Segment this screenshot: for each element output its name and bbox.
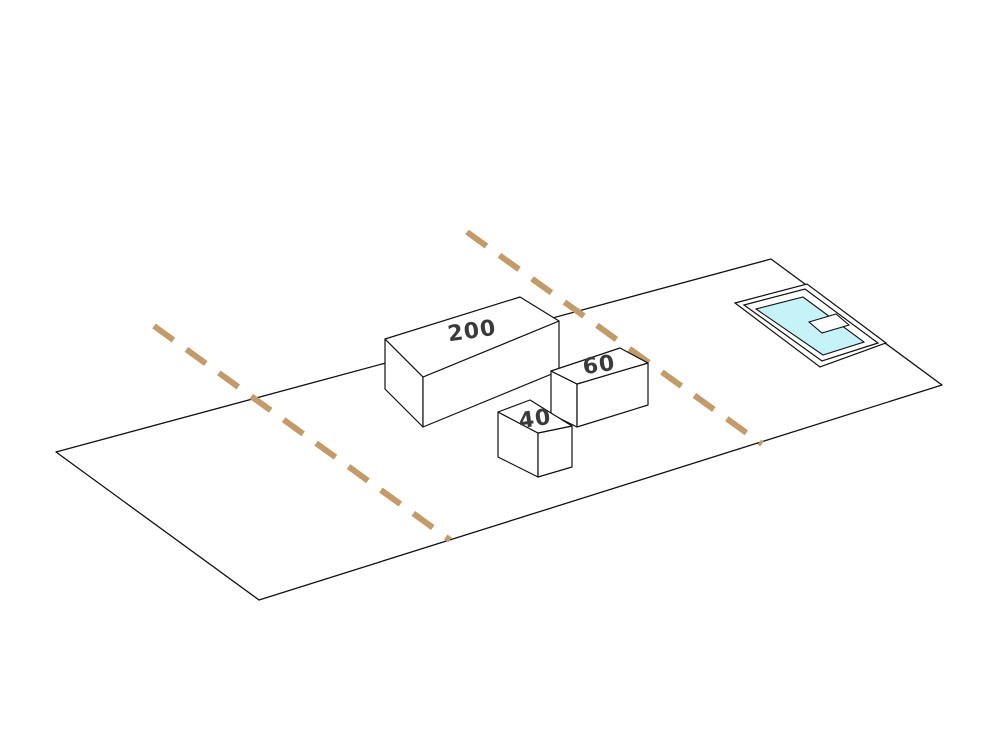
setback-line-right [465,229,764,447]
small-block: 40 [497,399,573,478]
medium-block: 60 [550,347,649,428]
large-block-top-face [384,296,560,378]
large-block: 200 [384,296,560,428]
small-block-top-face [497,399,573,434]
medium-block-top-face [550,347,649,385]
swimming-pool [733,283,888,368]
medium-block-label: 60 [581,351,617,380]
small-block-side-face [537,425,573,478]
setback-line-left [152,323,452,543]
pool-step [807,313,851,334]
pool-water [754,296,866,356]
small-block-label: 40 [517,405,553,434]
